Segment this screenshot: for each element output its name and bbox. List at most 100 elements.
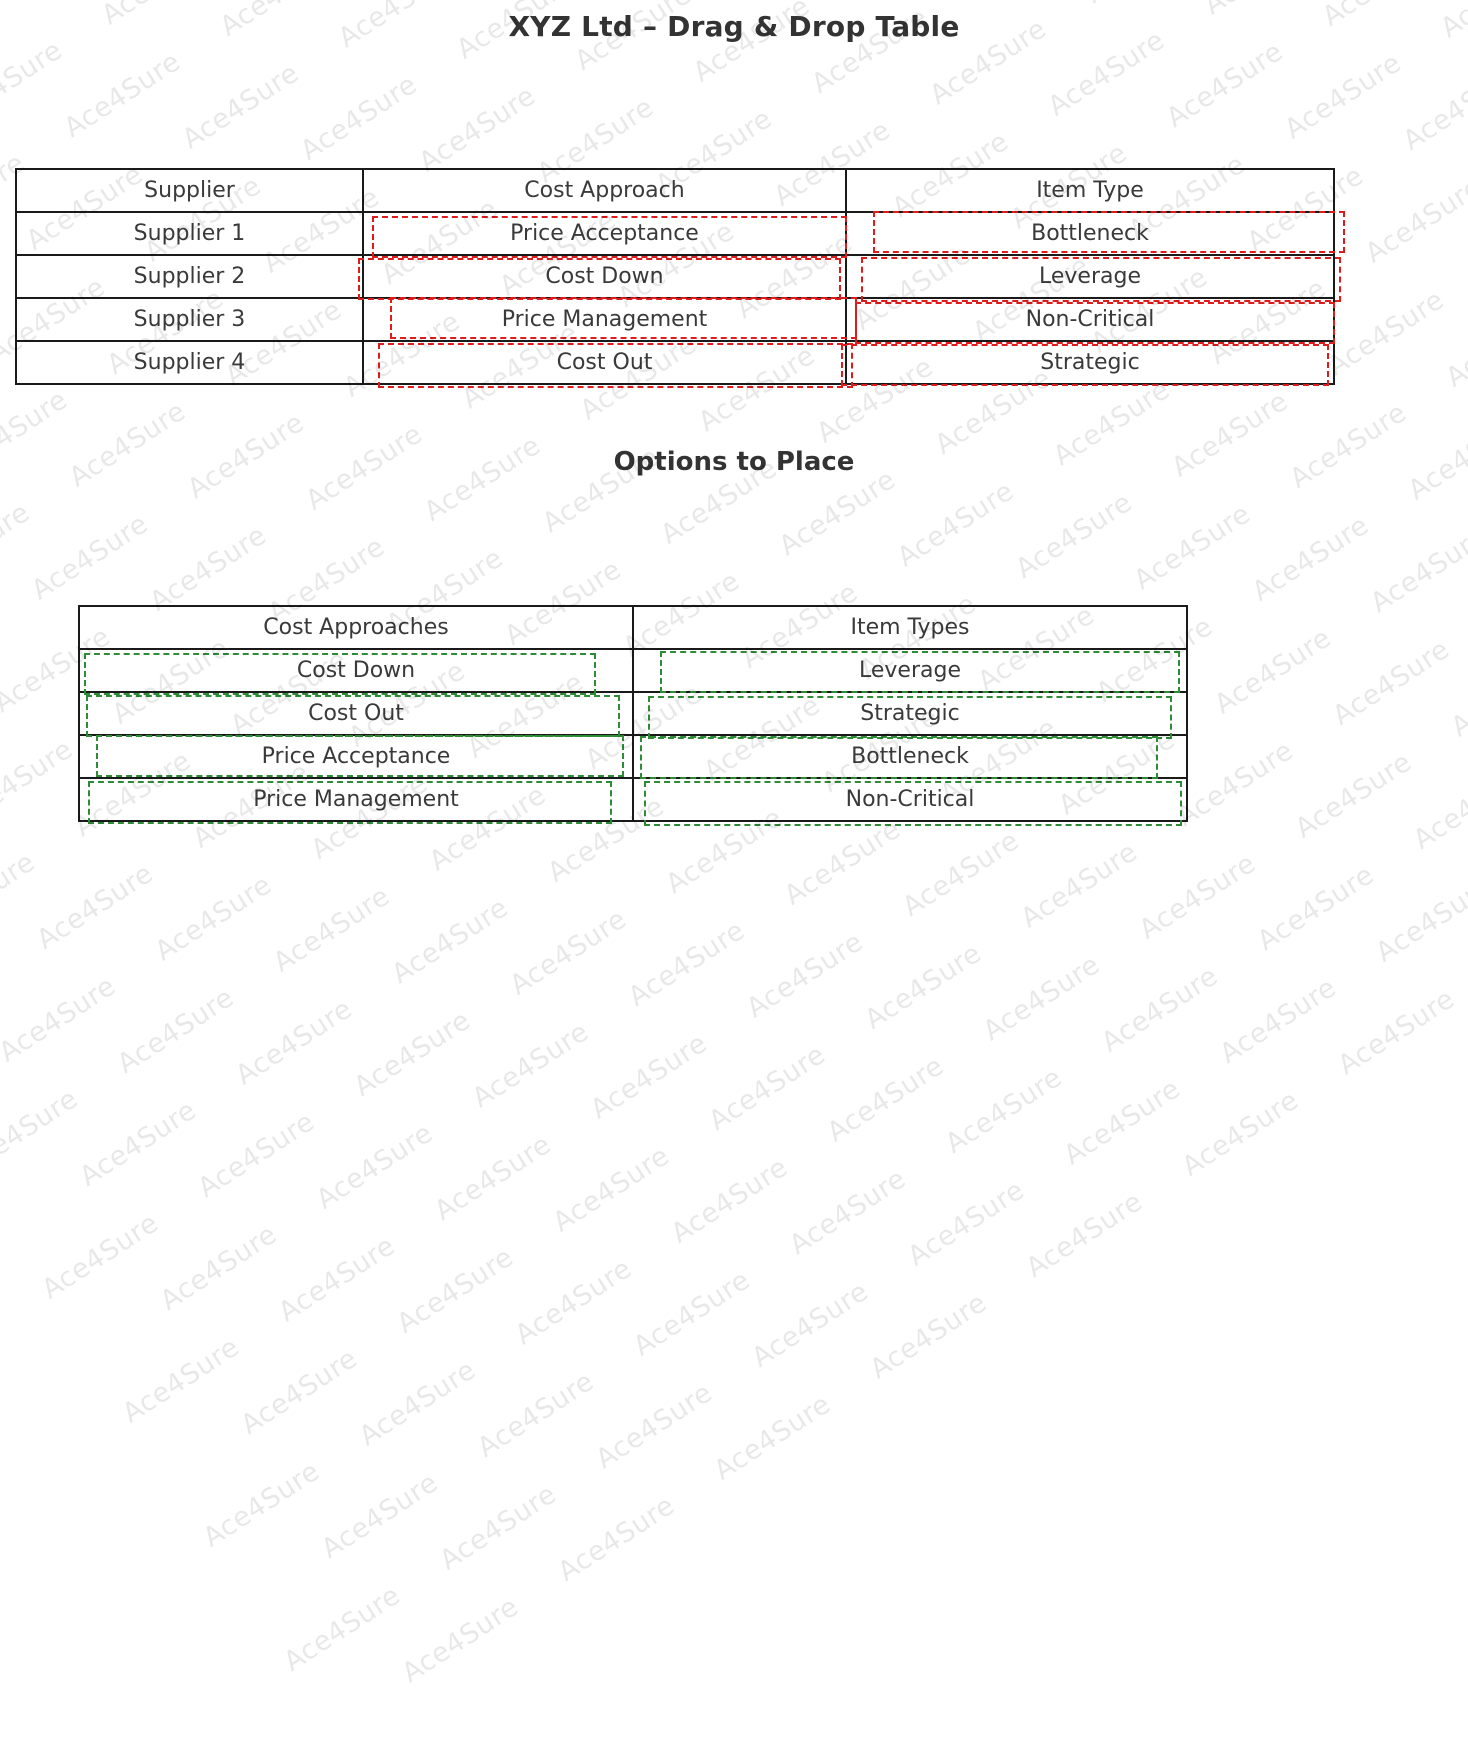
watermark-text: Ace4Sure	[230, 993, 358, 1092]
option-cell-cost-approach-2[interactable]: Cost Out	[78, 691, 634, 737]
item-type-label-2: Leverage	[1039, 264, 1141, 289]
table-row: Supplier 1 Price Acceptance Bottleneck	[15, 211, 1345, 258]
option-label-cost-approach-4: Price Management	[253, 787, 459, 812]
options-row: Price Management Non-Critical	[78, 777, 1188, 826]
watermark-text: Ace4Sure	[117, 1331, 245, 1430]
supplier-label-1: Supplier 1	[133, 221, 246, 246]
item-type-label-1: Bottleneck	[1031, 221, 1149, 246]
dropzone-item-type-1[interactable]	[873, 211, 1345, 253]
item-type-cell-4[interactable]: Strategic	[841, 340, 1335, 386]
watermark-text: Ace4Sure	[1020, 1186, 1149, 1284]
watermark-text: Ace4Sure	[466, 1016, 595, 1115]
option-label-item-type-1: Leverage	[859, 658, 961, 683]
watermark-text: Ace4Sure	[192, 1106, 321, 1205]
cost-approach-cell-3[interactable]: Price Management	[362, 297, 857, 342]
options-to-place-table: Cost Approaches Item Types Cost Down Lev…	[78, 605, 1188, 826]
table-row: Supplier 2 Cost Down Leverage	[15, 254, 1341, 302]
watermark-text: Ace4Sure	[864, 1287, 993, 1386]
watermark-text: Ace4Sure	[278, 1579, 407, 1678]
dropzone-item-type-4[interactable]	[841, 344, 1329, 386]
column-header-item-types: Item Types	[632, 605, 1188, 650]
option-label-cost-approach-3: Price Acceptance	[261, 744, 451, 769]
table-row: Supplier 4 Cost Out Strategic	[15, 340, 1335, 388]
watermark-text: Ace4Sure	[746, 1275, 874, 1374]
supplier-cell-1: Supplier 1	[15, 211, 364, 256]
draggable-cost-approach-3[interactable]	[96, 735, 624, 777]
supplier-cell-4: Supplier 4	[15, 340, 364, 385]
option-cell-cost-approach-3[interactable]: Price Acceptance	[78, 734, 634, 779]
supplier-label-3: Supplier 3	[133, 307, 246, 332]
column-header-cost-approaches: Cost Approaches	[78, 605, 634, 650]
page-title: XYZ Ltd – Drag & Drop Table	[508, 10, 960, 43]
option-label-item-type-3: Bottleneck	[851, 744, 969, 769]
column-header-item-types-label: Item Types	[850, 615, 970, 640]
drag-drop-answer-table: Supplier Cost Approach Item Type Supplie…	[15, 168, 1345, 388]
watermark-text: Ace4Sure	[509, 1253, 638, 1351]
option-cell-item-type-1[interactable]: Leverage	[632, 648, 1188, 693]
watermark-text: Ace4Sure	[396, 1591, 525, 1690]
watermark-text: Ace4Sure	[0, 959, 3, 1058]
item-type-cell-3[interactable]: Non-Critical	[845, 297, 1335, 344]
cost-approach-label-4: Cost Out	[556, 350, 653, 375]
options-row: Cost Out Strategic	[78, 691, 1188, 739]
watermark-text: Ace4Sure	[1214, 972, 1342, 1070]
watermark-text: Ace4Sure	[197, 1455, 326, 1554]
option-cell-item-type-2[interactable]: Strategic	[632, 691, 1188, 739]
watermark-text: Ace4Sure	[590, 1377, 718, 1476]
watermark-text: Ace4Sure	[154, 1218, 283, 1317]
watermark-text: Ace4Sure	[708, 1388, 837, 1487]
options-row: Price Acceptance Bottleneck	[78, 734, 1188, 779]
option-cell-item-type-4[interactable]: Non-Critical	[632, 777, 1188, 826]
watermark-text: Ace4Sure	[111, 982, 240, 1080]
watermark-text: Ace4Sure	[0, 970, 122, 1069]
watermark-text: Ace4Sure	[784, 1163, 912, 1262]
watermark-text: Ace4Sure	[977, 949, 1106, 1048]
column-header-item-type: Item Type	[845, 168, 1335, 213]
watermark-text: Ace4Sure	[585, 1027, 713, 1126]
cost-approach-label-1: Price Acceptance	[510, 221, 699, 246]
draggable-cost-approach-4[interactable]	[88, 781, 612, 824]
table-row: Supplier 3 Price Management Non-Critical	[15, 297, 1335, 344]
option-label-item-type-2: Strategic	[860, 701, 960, 726]
option-label-item-type-4: Non-Critical	[845, 787, 975, 812]
watermark-text: Ace4Sure	[273, 1230, 401, 1329]
watermark-text: Ace4Sure	[665, 1151, 794, 1250]
draggable-item-type-4[interactable]	[644, 781, 1182, 826]
watermark-text: Ace4Sure	[1176, 1084, 1305, 1183]
watermark-text: Ace4Sure	[628, 1264, 756, 1363]
item-type-cell-2[interactable]: Leverage	[845, 254, 1341, 302]
option-cell-item-type-3[interactable]: Bottleneck	[632, 734, 1188, 779]
column-header-cost-approach: Cost Approach	[362, 168, 847, 213]
watermark-text: Ace4Sure	[36, 1207, 165, 1306]
watermark-text: Ace4Sure	[859, 937, 988, 1036]
column-header-supplier-label: Supplier	[144, 178, 235, 203]
watermark-text: Ace4Sure	[391, 1241, 520, 1340]
item-type-cell-1[interactable]: Bottleneck	[845, 211, 1345, 256]
watermark-text: Ace4Sure	[902, 1174, 1030, 1273]
options-section-title: Options to Place	[613, 447, 855, 477]
watermark-text: Ace4Sure	[434, 1478, 563, 1577]
watermark-text: Ace4Sure	[472, 1365, 600, 1464]
watermark-text: Ace4Sure	[703, 1039, 832, 1137]
column-header-cost-approaches-label: Cost Approaches	[263, 615, 449, 640]
watermark-text: Ace4Sure	[940, 1061, 1068, 1160]
supplier-label-2: Supplier 2	[133, 264, 246, 289]
option-cell-cost-approach-4[interactable]: Price Management	[78, 777, 634, 824]
supplier-cell-3: Supplier 3	[15, 297, 364, 342]
column-header-item-type-label: Item Type	[1036, 178, 1144, 203]
option-label-cost-approach-1: Cost Down	[296, 658, 416, 683]
item-type-label-3: Non-Critical	[1025, 307, 1155, 332]
watermark-text: Ace4Sure	[547, 1140, 676, 1239]
supplier-label-4: Supplier 4	[133, 350, 246, 375]
cost-approach-cell-4[interactable]: Cost Out	[362, 340, 853, 388]
watermark-text: Ace4Sure	[310, 1117, 439, 1216]
cost-approach-label-2: Cost Down	[545, 264, 664, 289]
cost-approach-cell-1[interactable]: Price Acceptance	[362, 211, 847, 258]
watermark-text: Ace4Sure	[353, 1354, 482, 1453]
cost-approach-cell-2[interactable]: Cost Down	[358, 254, 847, 300]
column-header-supplier: Supplier	[15, 168, 364, 213]
supplier-cell-2: Supplier 2	[15, 254, 364, 299]
cost-approach-label-3: Price Management	[501, 307, 708, 332]
watermark-text: Ace4Sure	[821, 1050, 950, 1149]
option-cell-cost-approach-1[interactable]: Cost Down	[78, 648, 634, 695]
